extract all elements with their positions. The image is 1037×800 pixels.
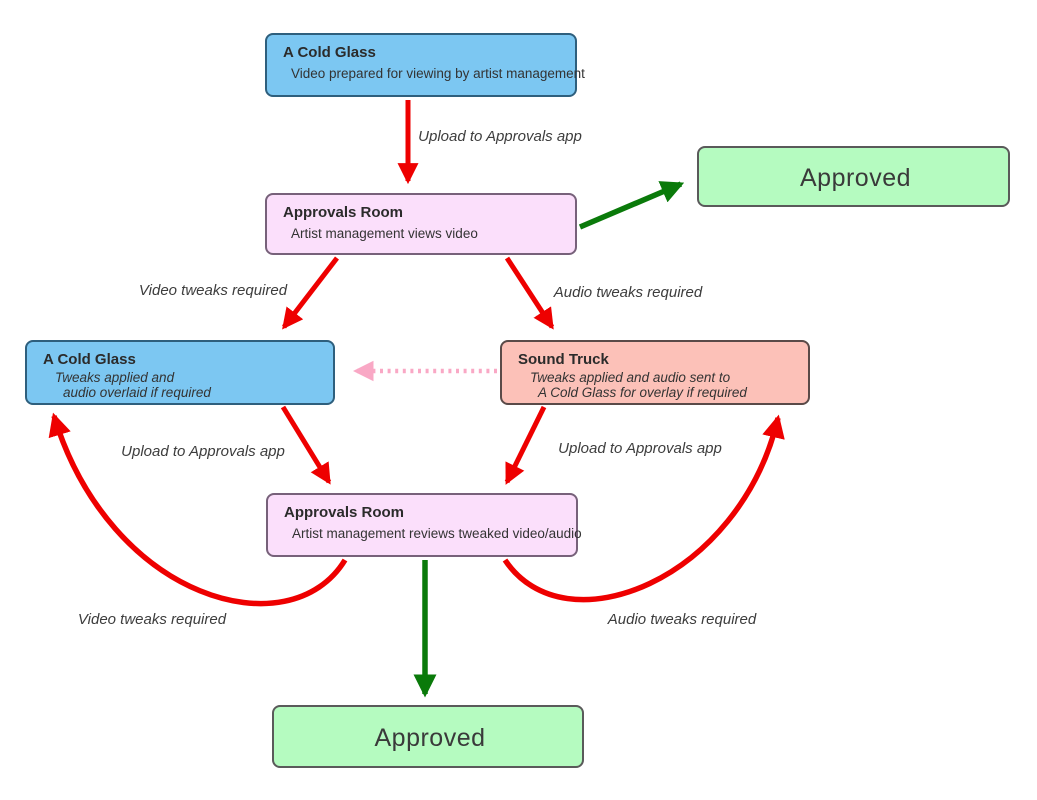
edge-upload-right-arrow [504,405,547,485]
edge-label-video-tweaks-upper: Video tweaks required [138,282,288,299]
node-title: A Cold Glass [283,44,376,61]
node-subtitle: Artist management views video [291,226,478,241]
node-subtitle: Video prepared for viewing by artist man… [291,66,585,81]
edge-label-upload-top: Upload to Approvals app [418,128,582,145]
edge-label-audio-tweaks-lower: Audio tweaks required [607,611,757,628]
edge-label-upload-left: Upload to Approvals app [121,443,285,460]
approved-label: Approved [374,723,486,752]
node-a-cold-glass-left: A Cold Glass Tweaks applied and audio ov… [25,340,335,405]
node-subtitle-line1: Tweaks applied and audio sent to [530,370,731,385]
edge-video-tweaks-upper-arrow [282,256,339,330]
edge-label-audio-tweaks-upper: Audio tweaks required [553,284,703,301]
edge-audio-tweaks-lower-curve [502,414,785,603]
node-title: Approvals Room [283,204,404,221]
edge-video-tweaks-lower-curve [48,412,348,607]
node-approvals-room-1: Approvals Room Artist management views v… [265,193,577,255]
node-subtitle-line2: audio overlaid if required [63,385,211,400]
node-a-cold-glass-top: A Cold Glass Video prepared for viewing … [265,33,585,97]
node-approved-bottom: Approved [272,705,584,768]
edge-label-upload-right: Upload to Approvals app [558,440,722,457]
node-approvals-room-2: Approvals Room Artist management reviews… [266,493,582,557]
edge-upload-left-arrow [280,405,332,485]
node-title: Approvals Room [284,504,405,521]
node-approved-top: Approved [697,146,1010,207]
node-subtitle: Artist management reviews tweaked video/… [292,526,582,541]
node-subtitle-line1: Tweaks applied and [55,370,175,385]
node-subtitle-line2: A Cold Glass for overlay if required [538,385,747,400]
edge-approved-top-arrow [578,181,685,230]
node-sound-truck: Sound Truck Tweaks applied and audio sen… [500,340,810,405]
node-title: A Cold Glass [43,351,136,368]
edge-audio-tweaks-upper-arrow [504,256,555,330]
node-title: Sound Truck [518,351,609,368]
edge-label-video-tweaks-lower: Video tweaks required [77,611,227,628]
approved-label: Approved [799,163,912,192]
